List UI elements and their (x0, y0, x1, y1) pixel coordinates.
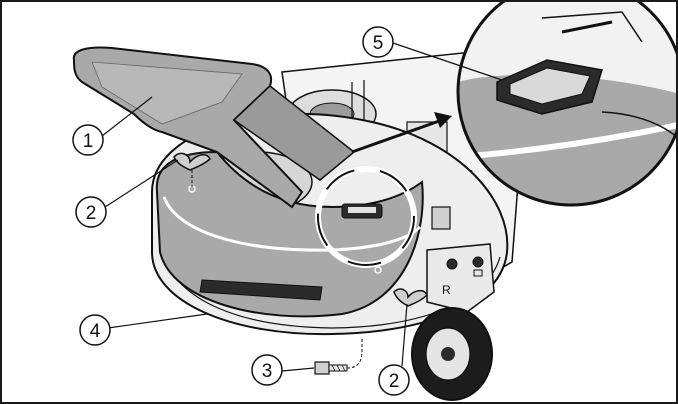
callout-2-top: 2 (75, 196, 107, 228)
callout-2-bottom-label: 2 (389, 371, 400, 392)
detail-inset (456, 2, 676, 207)
wing-nut-top (173, 152, 211, 187)
screw (314, 337, 363, 375)
discharge-cover (155, 150, 424, 318)
callout-2-top-label: 2 (86, 203, 97, 224)
wheel-bracket: R (426, 206, 495, 313)
callout-3: 3 (251, 354, 283, 386)
mount-label: R (442, 283, 451, 297)
callout-4-label: 4 (90, 321, 101, 342)
leader-lines (101, 41, 503, 372)
callout-4: 4 (79, 314, 111, 346)
callout-1-label: 1 (83, 131, 94, 152)
rear-wheel (411, 307, 493, 401)
detail-arrow (351, 112, 452, 154)
callout-3-label: 3 (262, 361, 273, 382)
callout-5-label: 5 (373, 33, 384, 54)
callout-2-bottom: 2 (378, 364, 410, 396)
latch-tab (341, 203, 383, 219)
mulching-plug (72, 46, 356, 209)
callout-1: 1 (72, 124, 104, 156)
callout-5: 5 (362, 26, 394, 58)
highlight-circle (315, 166, 417, 268)
